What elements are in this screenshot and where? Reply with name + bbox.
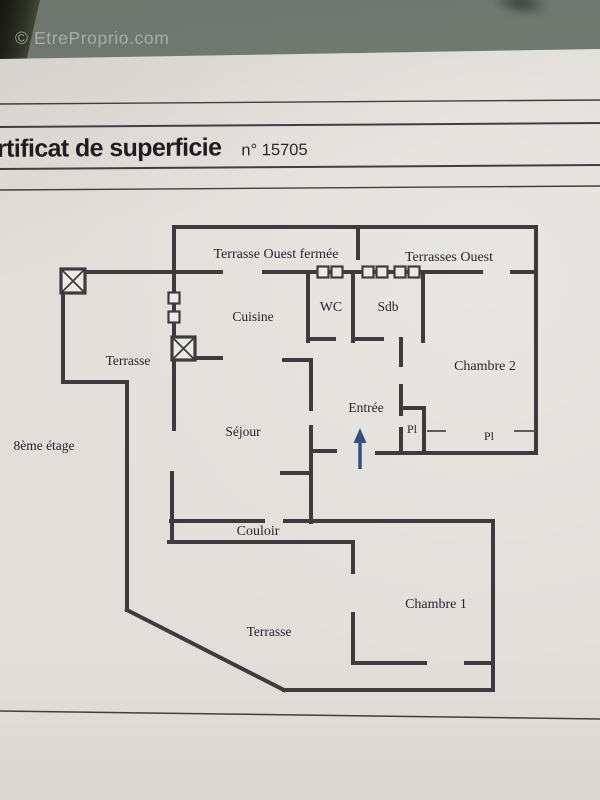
window-marker <box>393 265 407 279</box>
room-label-terrasse-ouest-fermee: Terrasse Ouest fermée <box>214 247 339 262</box>
room-label-couloir: Couloir <box>237 524 280 539</box>
room-label-wc: WC <box>320 300 343 315</box>
room-label-terrasse-sud: Terrasse <box>247 624 292 639</box>
page-rule <box>0 710 600 720</box>
column-marker-cross <box>171 336 196 361</box>
window-marker <box>375 265 389 279</box>
room-label-terrasse-ouest-laterale: Terrasse <box>106 353 151 368</box>
window-marker <box>407 265 421 279</box>
column-marker-cross <box>60 268 86 294</box>
room-label-placard-2: Pl <box>484 429 495 443</box>
watermark: © EtreProprio.com <box>15 28 170 48</box>
room-label-sejour: Séjour <box>225 424 261 439</box>
window-marker <box>330 265 344 279</box>
page-rule <box>0 99 600 105</box>
room-label-placard-1: Pl <box>407 422 418 436</box>
room-label-etage: 8ème étage <box>13 438 74 453</box>
window-marker <box>316 265 330 279</box>
room-label-chambre-1: Chambre 1 <box>405 597 467 612</box>
page-rule <box>0 185 600 191</box>
room-label-cuisine: Cuisine <box>232 309 273 324</box>
page-rule <box>0 122 600 128</box>
wall-segment <box>124 607 287 693</box>
window-marker <box>167 291 181 305</box>
page-rule <box>0 164 600 170</box>
room-label-entree: Entrée <box>348 400 383 415</box>
room-label-sdb: Sdb <box>377 299 398 314</box>
window-marker <box>361 265 375 279</box>
entrance-arrow-head <box>353 428 367 443</box>
room-label-terrasses-ouest: Terrasses Ouest <box>405 250 493 265</box>
window-marker <box>167 310 181 324</box>
room-label-chambre-2: Chambre 2 <box>454 359 516 374</box>
